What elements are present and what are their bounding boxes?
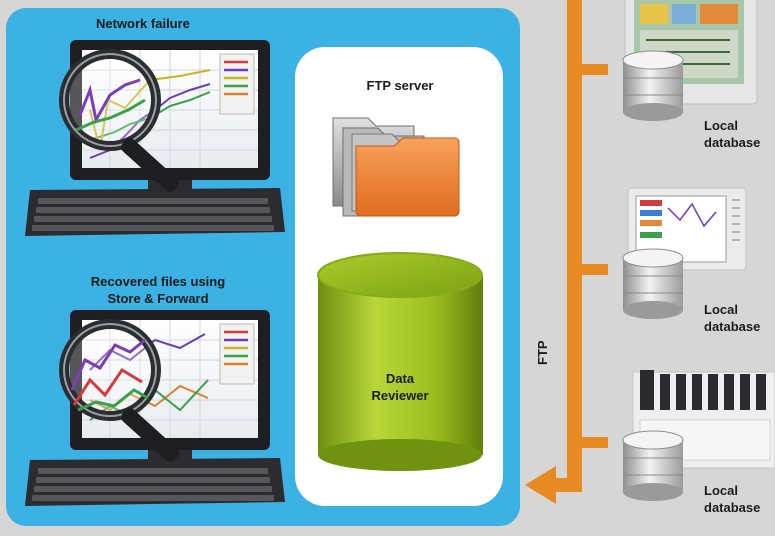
- recovered-files-line2: Store & Forward: [107, 291, 209, 306]
- recovered-files-label: Recovered files using Store & Forward: [58, 273, 258, 307]
- database-cylinder-icon: [622, 50, 684, 121]
- monitor-with-magnifier-icon: [25, 310, 285, 506]
- local-database-line2: database: [704, 319, 761, 334]
- data-reviewer-cylinder-icon: [317, 252, 483, 471]
- data-reviewer-line1: Data: [385, 371, 415, 386]
- local-database-line1: Local: [704, 302, 738, 317]
- database-cylinder-icon: [622, 430, 684, 501]
- monitor-with-magnifier-icon: [25, 40, 285, 236]
- ftp-arrow-icon: [525, 466, 556, 504]
- ftp-server-label: FTP server: [366, 78, 434, 93]
- data-reviewer-label: Data Reviewer: [345, 370, 455, 404]
- ftp-label: FTP: [535, 340, 550, 365]
- folder-stack-icon: [332, 117, 460, 217]
- local-database-line1: Local: [704, 483, 738, 498]
- database-cylinder-icon: [622, 248, 684, 319]
- local-database-label-1: Local database: [704, 117, 760, 151]
- local-database-line1: Local: [704, 118, 738, 133]
- local-database-label-3: Local database: [704, 482, 760, 516]
- local-database-line2: database: [704, 135, 761, 150]
- local-database-label-2: Local database: [704, 301, 760, 335]
- network-failure-label: Network failure: [96, 16, 190, 31]
- recovered-files-line1: Recovered files using: [90, 274, 226, 289]
- data-reviewer-line2: Reviewer: [371, 388, 429, 403]
- local-database-line2: database: [704, 500, 761, 515]
- ftp-line: [525, 0, 608, 504]
